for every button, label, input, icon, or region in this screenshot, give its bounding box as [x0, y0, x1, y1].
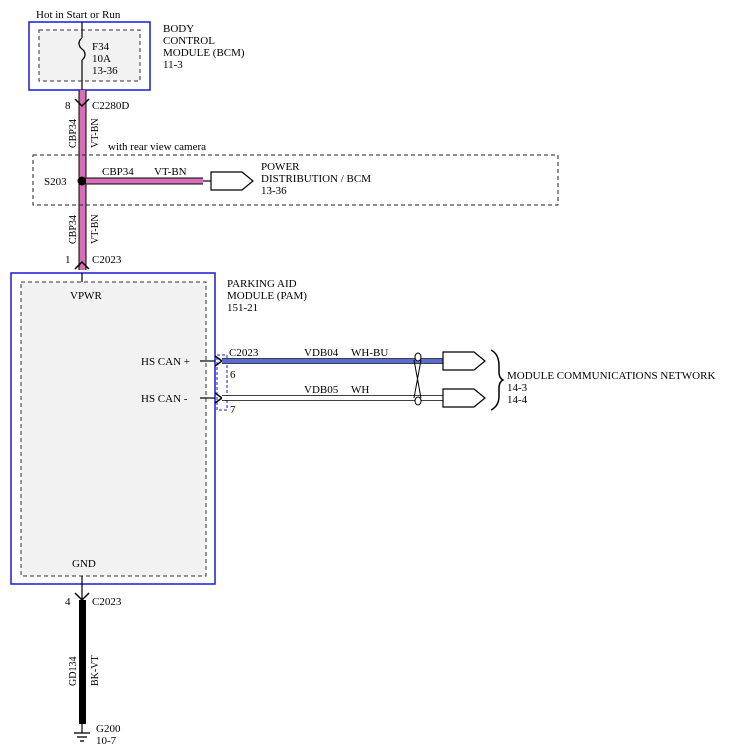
network-title-2: 14-3 — [507, 382, 528, 394]
pam-gnd-label: GND — [72, 558, 96, 570]
ground-wire-circuit: GD134 — [68, 657, 79, 686]
wire-upper-circuit: CBP34 — [68, 119, 79, 148]
can-plus-circuit: VDB04 — [304, 347, 339, 359]
pam-can-minus-label: HS CAN - — [141, 393, 188, 405]
can-plus-pin: 6 — [230, 369, 236, 381]
can-minus-circuit: VDB05 — [304, 384, 339, 396]
network-title-3: 14-4 — [507, 394, 528, 406]
wire-upper-color: VT-BN — [90, 118, 101, 148]
pam-vpwr-label: VPWR — [70, 290, 102, 302]
fuse-rating: 10A — [92, 53, 111, 65]
twisted-pair-symbol — [413, 352, 422, 406]
bcm-title-1: BODY — [163, 23, 194, 35]
can-connector-name: C2023 — [229, 347, 259, 359]
connector-pam-top-symbol — [74, 260, 90, 270]
can-plus-color: WH-BU — [351, 347, 388, 359]
pam-title-1: PARKING AID — [227, 278, 297, 290]
ground-symbol — [74, 724, 90, 742]
can-plus-pin-symbol — [214, 355, 224, 367]
power-dist-title-3: 13-36 — [261, 185, 287, 197]
network-connector-minus — [442, 388, 486, 408]
can-minus-pin: 7 — [230, 404, 236, 416]
splice-id: S203 — [44, 176, 67, 188]
wire-lower-circuit: CBP34 — [68, 215, 79, 244]
wire-lower-color: VT-BN — [90, 214, 101, 244]
bcm-title-3: MODULE (BCM) — [163, 47, 245, 59]
network-bracket — [490, 349, 505, 411]
fuse-ref: 13-36 — [92, 65, 118, 77]
can-minus-pin-symbol — [214, 392, 224, 404]
wire-branch — [86, 178, 203, 184]
wire-ground — [79, 600, 86, 724]
pam-title-2: MODULE (PAM) — [227, 290, 307, 302]
connector-top-pin: 8 — [65, 100, 71, 112]
bcm-title-4: 11-3 — [163, 59, 183, 71]
camera-note: with rear view camera — [108, 141, 206, 153]
pam-inner-box — [20, 281, 207, 577]
bcm-inner-box — [38, 29, 141, 82]
can-minus-color: WH — [351, 384, 369, 396]
option-zone — [32, 154, 559, 206]
power-dist-title-2: DISTRIBUTION / BCM — [261, 173, 371, 185]
connector-top-name: C2280D — [92, 100, 129, 112]
power-dist-title-1: POWER — [261, 161, 300, 173]
fuse-symbol — [78, 37, 86, 61]
pam-can-plus-label: HS CAN + — [141, 356, 190, 368]
connector-pam-top-name: C2023 — [92, 254, 122, 266]
bcm-title-2: CONTROL — [163, 35, 215, 47]
wire-can-minus — [222, 396, 443, 400]
can-connector-outline — [216, 354, 228, 411]
connector-gnd-name: C2023 — [92, 596, 122, 608]
network-title-1: MODULE COMMUNICATIONS NETWORK — [507, 370, 715, 382]
ground-ref: 10-7 — [96, 735, 117, 747]
connector-gnd-pin: 4 — [65, 596, 71, 608]
connector-pam-top-pin: 1 — [65, 254, 71, 266]
fuse-id: F34 — [92, 41, 110, 53]
splice-dot — [77, 176, 87, 186]
ground-wire-color: BK-VT — [90, 655, 101, 686]
wire-can-plus — [222, 359, 443, 363]
connector-top-symbol — [74, 98, 90, 108]
branch-connector — [210, 171, 254, 191]
ground-id: G200 — [96, 723, 121, 735]
power-source-label: Hot in Start or Run — [36, 9, 121, 21]
pam-title-3: 151-21 — [227, 302, 258, 314]
network-connector-plus — [442, 351, 486, 371]
branch-color: VT-BN — [154, 166, 187, 178]
branch-circuit: CBP34 — [102, 166, 134, 178]
